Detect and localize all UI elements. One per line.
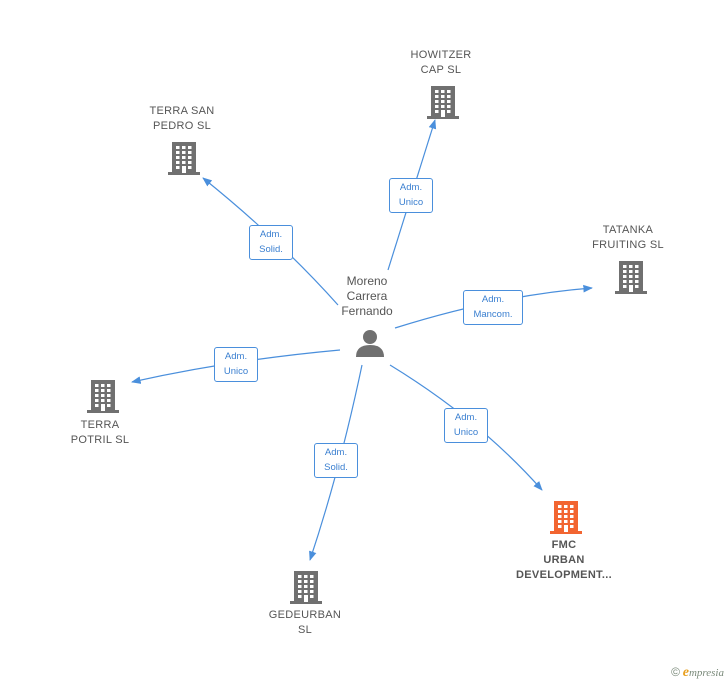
company-label-terra-potril[interactable]: TERRA POTRIL SL [50,418,150,448]
edge-role-howitzer[interactable]: Adm. Unico [389,178,433,213]
brand-logo-initial: e [682,665,689,680]
role-line: Solid. [324,462,348,473]
label-line: FRUITING SL [592,239,664,251]
role-line: Unico [398,197,424,208]
edge-role-tatanka[interactable]: Adm. Mancom. [463,290,523,325]
label-line: URBAN [543,554,585,566]
edge-role-terra-potril[interactable]: Adm. Unico [214,347,258,382]
label-line: FMC [551,539,577,551]
edge-role-fmc[interactable]: Adm. Unico [444,408,488,443]
edge-role-gedeurban[interactable]: Adm. Solid. [314,443,358,478]
copyright-brand: © empresia [671,665,724,681]
role-line: Adm. [399,182,423,193]
person-icon[interactable] [355,328,385,358]
edge-role-terra-san-pedro[interactable]: Adm. Solid. [249,225,293,260]
brand-logo-text: mpresia [688,667,724,679]
label-line: POTRIL SL [70,434,130,446]
role-line: Adm. [224,351,248,362]
company-label-terra-san-pedro[interactable]: TERRA SAN PEDRO SL [132,104,232,134]
person-name-line: Fernando [341,304,393,318]
building-icon[interactable] [427,84,459,125]
label-line: CAP SL [420,64,462,76]
role-line: Solid. [259,244,283,255]
label-line: DEVELOPMENT... [516,569,612,581]
person-name-line: Moreno [346,274,388,288]
label-line: HOWITZER [410,49,472,61]
building-icon[interactable] [87,378,119,419]
building-icon[interactable] [168,140,200,181]
role-line: Adm. [481,294,505,305]
label-line: TERRA SAN [149,105,215,117]
label-line: TERRA [80,419,120,431]
person-name[interactable]: Moreno Carrera Fernando [322,274,412,319]
label-line: PEDRO SL [152,120,212,132]
role-line: Adm. [259,229,283,240]
role-line: Mancom. [473,309,513,320]
building-icon[interactable] [615,259,647,300]
label-line: SL [297,624,313,636]
role-line: Adm. [324,447,348,458]
building-icon[interactable] [290,569,322,610]
company-label-gedeurban[interactable]: GEDEURBAN SL [255,608,355,638]
copyright-symbol: © [671,665,680,679]
role-line: Adm. [454,412,478,423]
role-line: Unico [223,366,249,377]
role-line: Unico [453,427,479,438]
company-label-fmc[interactable]: FMC URBAN DEVELOPMENT... [498,538,630,583]
building-icon-highlight[interactable] [550,499,582,540]
company-label-tatanka[interactable]: TATANKA FRUITING SL [578,223,678,253]
label-line: TATANKA [602,224,654,236]
label-line: GEDEURBAN [268,609,342,621]
person-name-line: Carrera [346,289,388,303]
company-label-howitzer[interactable]: HOWITZER CAP SL [391,48,491,78]
